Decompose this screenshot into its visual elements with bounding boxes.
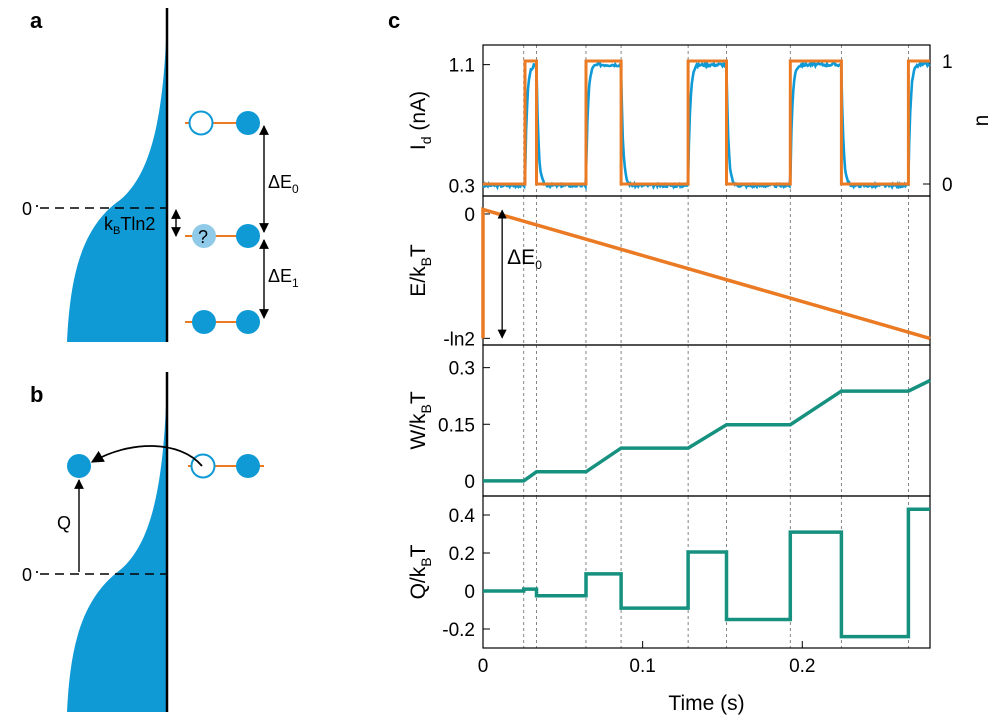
y-tick-label: 0	[464, 582, 475, 603]
x-tick-label: 0.2	[789, 656, 815, 677]
dE1-label: ΔE1	[268, 266, 299, 290]
filled-site-icon	[236, 224, 260, 248]
x-tick-label: 0.1	[629, 656, 655, 677]
series-line-Q	[483, 507, 930, 639]
filled-site-icon	[67, 454, 91, 478]
zero-label-b: 0	[22, 565, 32, 585]
question-mark: ?	[198, 227, 208, 247]
dE0-label: ΔE0	[268, 172, 299, 196]
filled-site-icon	[236, 310, 260, 334]
Q-label: Q	[57, 513, 71, 533]
y-tick-label: 0.3	[449, 176, 475, 197]
axes-frame	[482, 195, 931, 346]
y-tick-label: 0.15	[438, 415, 475, 436]
series-line-current	[482, 59, 931, 192]
dE0-annotation: ΔE0	[507, 246, 542, 272]
filled-site-icon	[236, 111, 260, 135]
uncertain-site-icon	[192, 224, 216, 248]
subplot-Q: 0.4 0.2 0 -0.2 Q/kBT	[407, 495, 931, 649]
empty-site-icon	[188, 110, 214, 136]
x-axis-label: Time (s)	[668, 692, 744, 715]
y-tick-label: 0	[464, 205, 475, 226]
filled-site-icon	[236, 454, 260, 478]
kTln2-label: kBTln2	[104, 214, 155, 237]
series-line-occupation	[483, 59, 930, 186]
zero-dot-b: ·	[34, 561, 40, 581]
y-axis-label-Id: Id (nA)	[407, 91, 434, 150]
y-tick-label: -ln2	[443, 329, 475, 350]
fermi-distribution-b	[67, 372, 167, 712]
y-tick-label: 0.3	[449, 359, 475, 380]
subplot-E: 0 -ln2 E/kBT ΔE0	[407, 195, 931, 350]
filled-site-icon	[192, 310, 216, 334]
y-tick-label: 0.2	[449, 544, 475, 565]
zero-label-a: 0	[22, 199, 32, 219]
y-tick-label: -0.2	[442, 620, 475, 641]
right-y-tick-label: 1	[942, 52, 953, 73]
y-axis-label-W: W/kBT	[407, 391, 434, 450]
right-y-tick-label: 0	[942, 175, 953, 196]
zero-dot-a: ·	[34, 195, 40, 215]
level-bottom	[185, 310, 260, 334]
y-tick-label: 0	[464, 472, 475, 493]
level-top	[185, 110, 260, 136]
y-tick-label: 1.1	[449, 56, 475, 77]
chart-panel-c: 0.3 1.1 Id (nA) 0 1 n 0 -ln2 E/kBT ΔE0 0 0.15 0.3W/k…	[407, 44, 993, 715]
diagram-a: 0 · kBTln2 ? ΔE0 ΔE1	[22, 8, 299, 342]
subplot-W: 0 0.15 0.3W/kBT	[407, 344, 931, 497]
series-line-E	[481, 207, 931, 341]
tunneling-arrow	[90, 445, 203, 467]
diagram-b: 0 · Q	[22, 372, 264, 712]
level-middle: ?	[185, 224, 260, 248]
panel-letter-a: a	[30, 8, 43, 33]
y-axis-label-Q: Q/kBT	[407, 544, 434, 599]
x-tick-label: 0	[478, 656, 489, 677]
axes-frame	[482, 495, 931, 649]
panel-letter-c: c	[388, 8, 400, 33]
panel-letter-b: b	[30, 382, 43, 407]
y-tick-label: 0.4	[449, 506, 476, 527]
y-axis-label-E: E/kBT	[407, 244, 434, 297]
empty-site-icon	[190, 453, 216, 479]
fermi-distribution-a	[67, 8, 167, 342]
subplot-Id: 0.3 1.1 Id (nA) 0 1 n	[407, 44, 993, 197]
right-y-axis-label: n	[970, 115, 993, 127]
series-line-W	[483, 378, 931, 483]
